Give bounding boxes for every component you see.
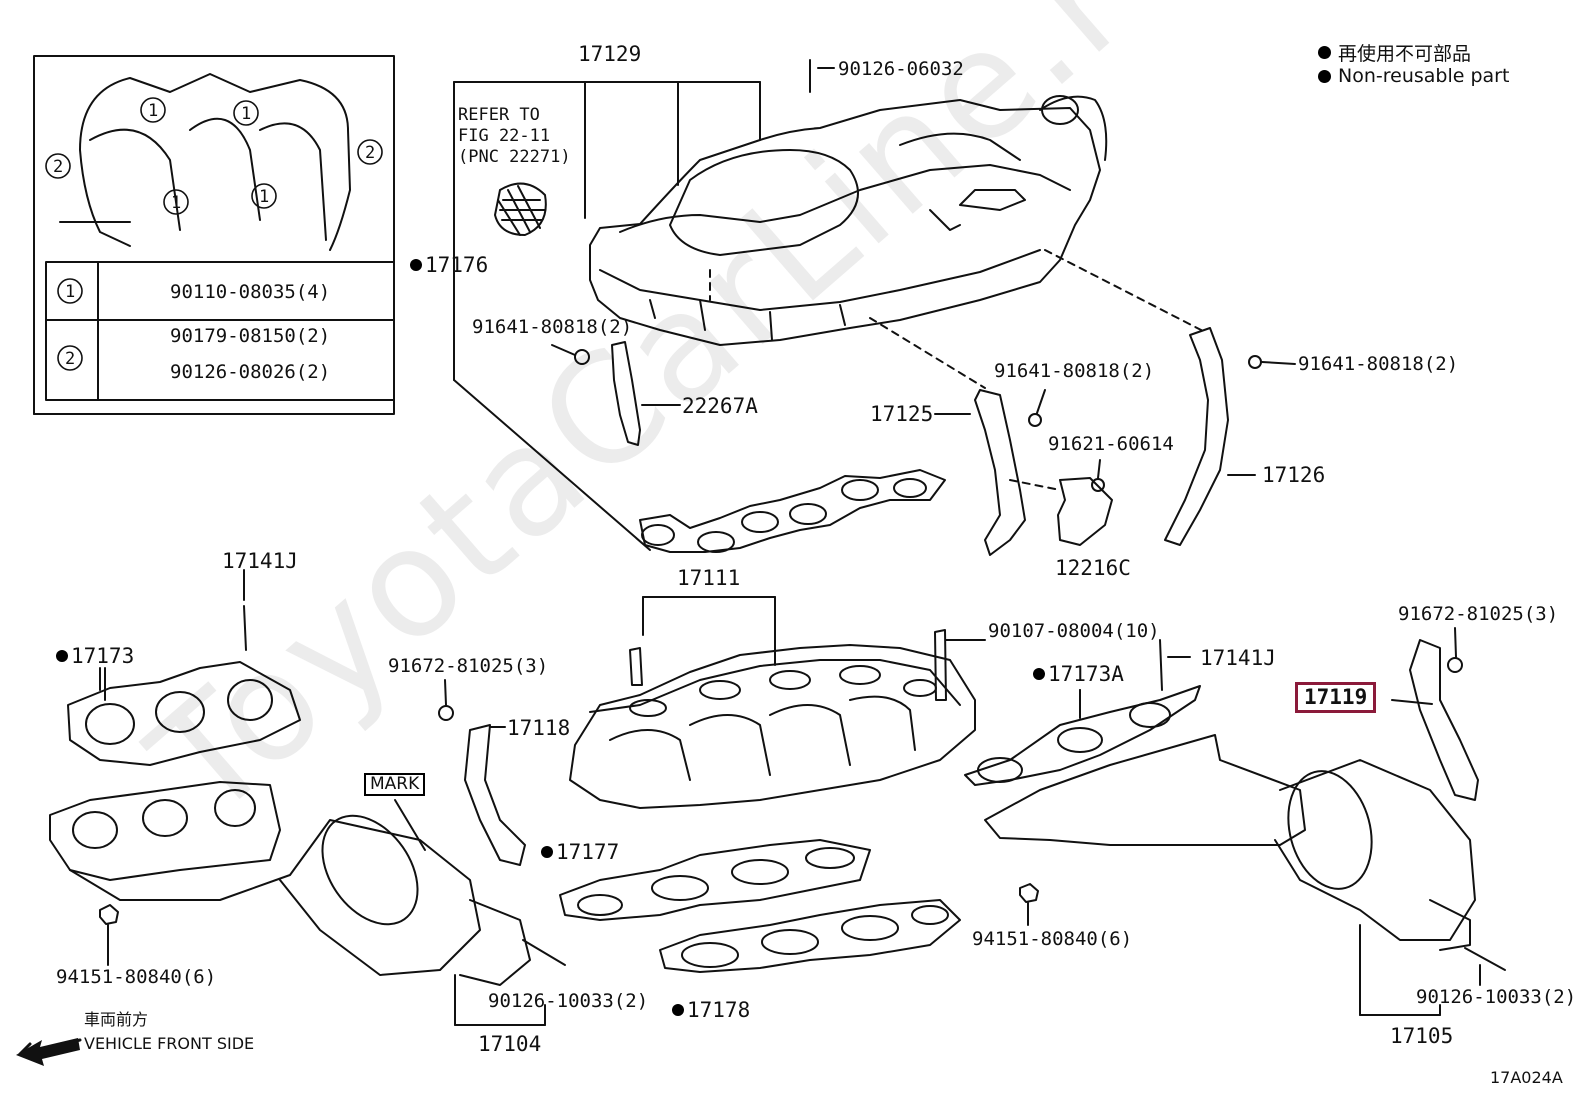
inset-callout-1: 1 <box>241 104 252 124</box>
non-reusable-dot-icon <box>1033 668 1045 680</box>
part-17104[interactable]: 17104 <box>478 1032 542 1056</box>
gasket-17178 <box>659 899 961 973</box>
inset-callout-2: 2 <box>365 143 376 163</box>
bracket-22267A <box>611 341 641 446</box>
bracket-17125 <box>974 389 1026 556</box>
bullet-icon <box>1318 45 1331 59</box>
part-12216C[interactable]: 12216C <box>1055 556 1131 580</box>
part-17105[interactable]: 17105 <box>1390 1024 1454 1048</box>
part-17178[interactable]: 17178 <box>672 1000 750 1021</box>
intake-plenum-drawing <box>494 95 1108 346</box>
part-17129[interactable]: 17129 <box>578 42 642 66</box>
legend-en: Non-reusable part <box>1338 65 1510 87</box>
part-91641-80818-a[interactable]: 91641-80818(2) <box>472 316 633 338</box>
part-91672-81025-left[interactable]: 91672-81025(3) <box>388 655 549 677</box>
part-91641-80818-b[interactable]: 91641-80818(2) <box>994 360 1155 382</box>
part-90179-08150[interactable]: 90179-08150(2) <box>170 325 331 347</box>
gasket-17176 <box>639 469 946 553</box>
part-17119-highlighted[interactable]: 17119 <box>1295 682 1377 713</box>
non-reusable-dot-icon <box>56 650 68 662</box>
inset-row2-circle: 2 <box>65 349 76 369</box>
part-22267A[interactable]: 22267A <box>682 394 758 418</box>
part-91672-81025-right[interactable]: 91672-81025(3) <box>1398 603 1559 625</box>
part-17118[interactable]: 17118 <box>507 716 571 740</box>
part-91641-80818-c[interactable]: 91641-80818(2) <box>1298 353 1459 375</box>
part-17141J-left[interactable]: 17141J <box>222 549 298 573</box>
inset-callout-1: 1 <box>259 187 270 207</box>
right-exhaust-manifold <box>964 639 1506 1016</box>
part-17111[interactable]: 17111 <box>677 566 741 590</box>
leader-17129 <box>453 59 835 551</box>
part-90107-08004[interactable]: 90107-08004(10) <box>988 620 1160 642</box>
refer-line-1: REFER TO <box>458 105 540 125</box>
front-label-en: VEHICLE FRONT SIDE <box>84 1034 255 1053</box>
legend-jp: 再使用不可部品 <box>1338 42 1472 65</box>
refer-line-2: FIG 22-11 <box>458 126 551 146</box>
dashed-connectors <box>709 249 1206 491</box>
part-90126-10033-left[interactable]: 90126-10033(2) <box>488 990 649 1012</box>
part-94151-80840-right[interactable]: 94151-80840(6) <box>972 928 1133 950</box>
inset-callout-2: 2 <box>53 157 64 177</box>
part-90110-08035[interactable]: 90110-08035(4) <box>170 281 331 303</box>
gasket-17177 <box>559 839 871 921</box>
part-90126-06032[interactable]: 90126-06032 <box>838 58 964 80</box>
part-17173[interactable]: 17173 <box>56 646 134 667</box>
inset-callout-circles <box>45 97 383 371</box>
inset-row1-circle: 1 <box>65 282 76 302</box>
part-90126-10033-right[interactable]: 90126-10033(2) <box>1416 986 1577 1008</box>
part-91621-60614[interactable]: 91621-60614 <box>1048 433 1174 455</box>
part-94151-80840-left[interactable]: 94151-80840(6) <box>56 966 217 988</box>
bracket-17119 <box>1409 639 1479 801</box>
inset-box <box>33 55 395 415</box>
part-90126-08026[interactable]: 90126-08026(2) <box>170 361 331 383</box>
inset-callout-1: 1 <box>148 101 159 121</box>
part-17141J-right[interactable]: 17141J <box>1200 646 1276 670</box>
front-label-jp: 車両前方 <box>84 1010 149 1029</box>
lower-intake-17111 <box>569 596 986 809</box>
mark-label: MARK <box>364 773 426 796</box>
non-reusable-dot-icon <box>672 1004 684 1016</box>
part-17177[interactable]: 17177 <box>541 842 619 863</box>
non-reusable-dot-icon <box>541 846 553 858</box>
left-exhaust-manifold <box>49 569 566 1026</box>
part-17176[interactable]: 17176 <box>410 255 488 276</box>
bracket-12216C <box>1057 477 1113 546</box>
bracket-17126 <box>1164 327 1229 546</box>
inset-callout-1: 1 <box>171 193 182 213</box>
bullet-icon <box>1318 69 1331 83</box>
part-17126[interactable]: 17126 <box>1262 463 1326 487</box>
part-17173A[interactable]: 17173A <box>1033 664 1124 685</box>
refer-line-3: (PNC 22271) <box>458 147 571 167</box>
figure-code: 17A024A <box>1490 1068 1563 1087</box>
part-17125[interactable]: 17125 <box>870 402 934 426</box>
legend: 再使用不可部品 Non-reusable part <box>1318 40 1509 88</box>
bracket-17118 <box>464 724 526 866</box>
non-reusable-dot-icon <box>410 259 422 271</box>
